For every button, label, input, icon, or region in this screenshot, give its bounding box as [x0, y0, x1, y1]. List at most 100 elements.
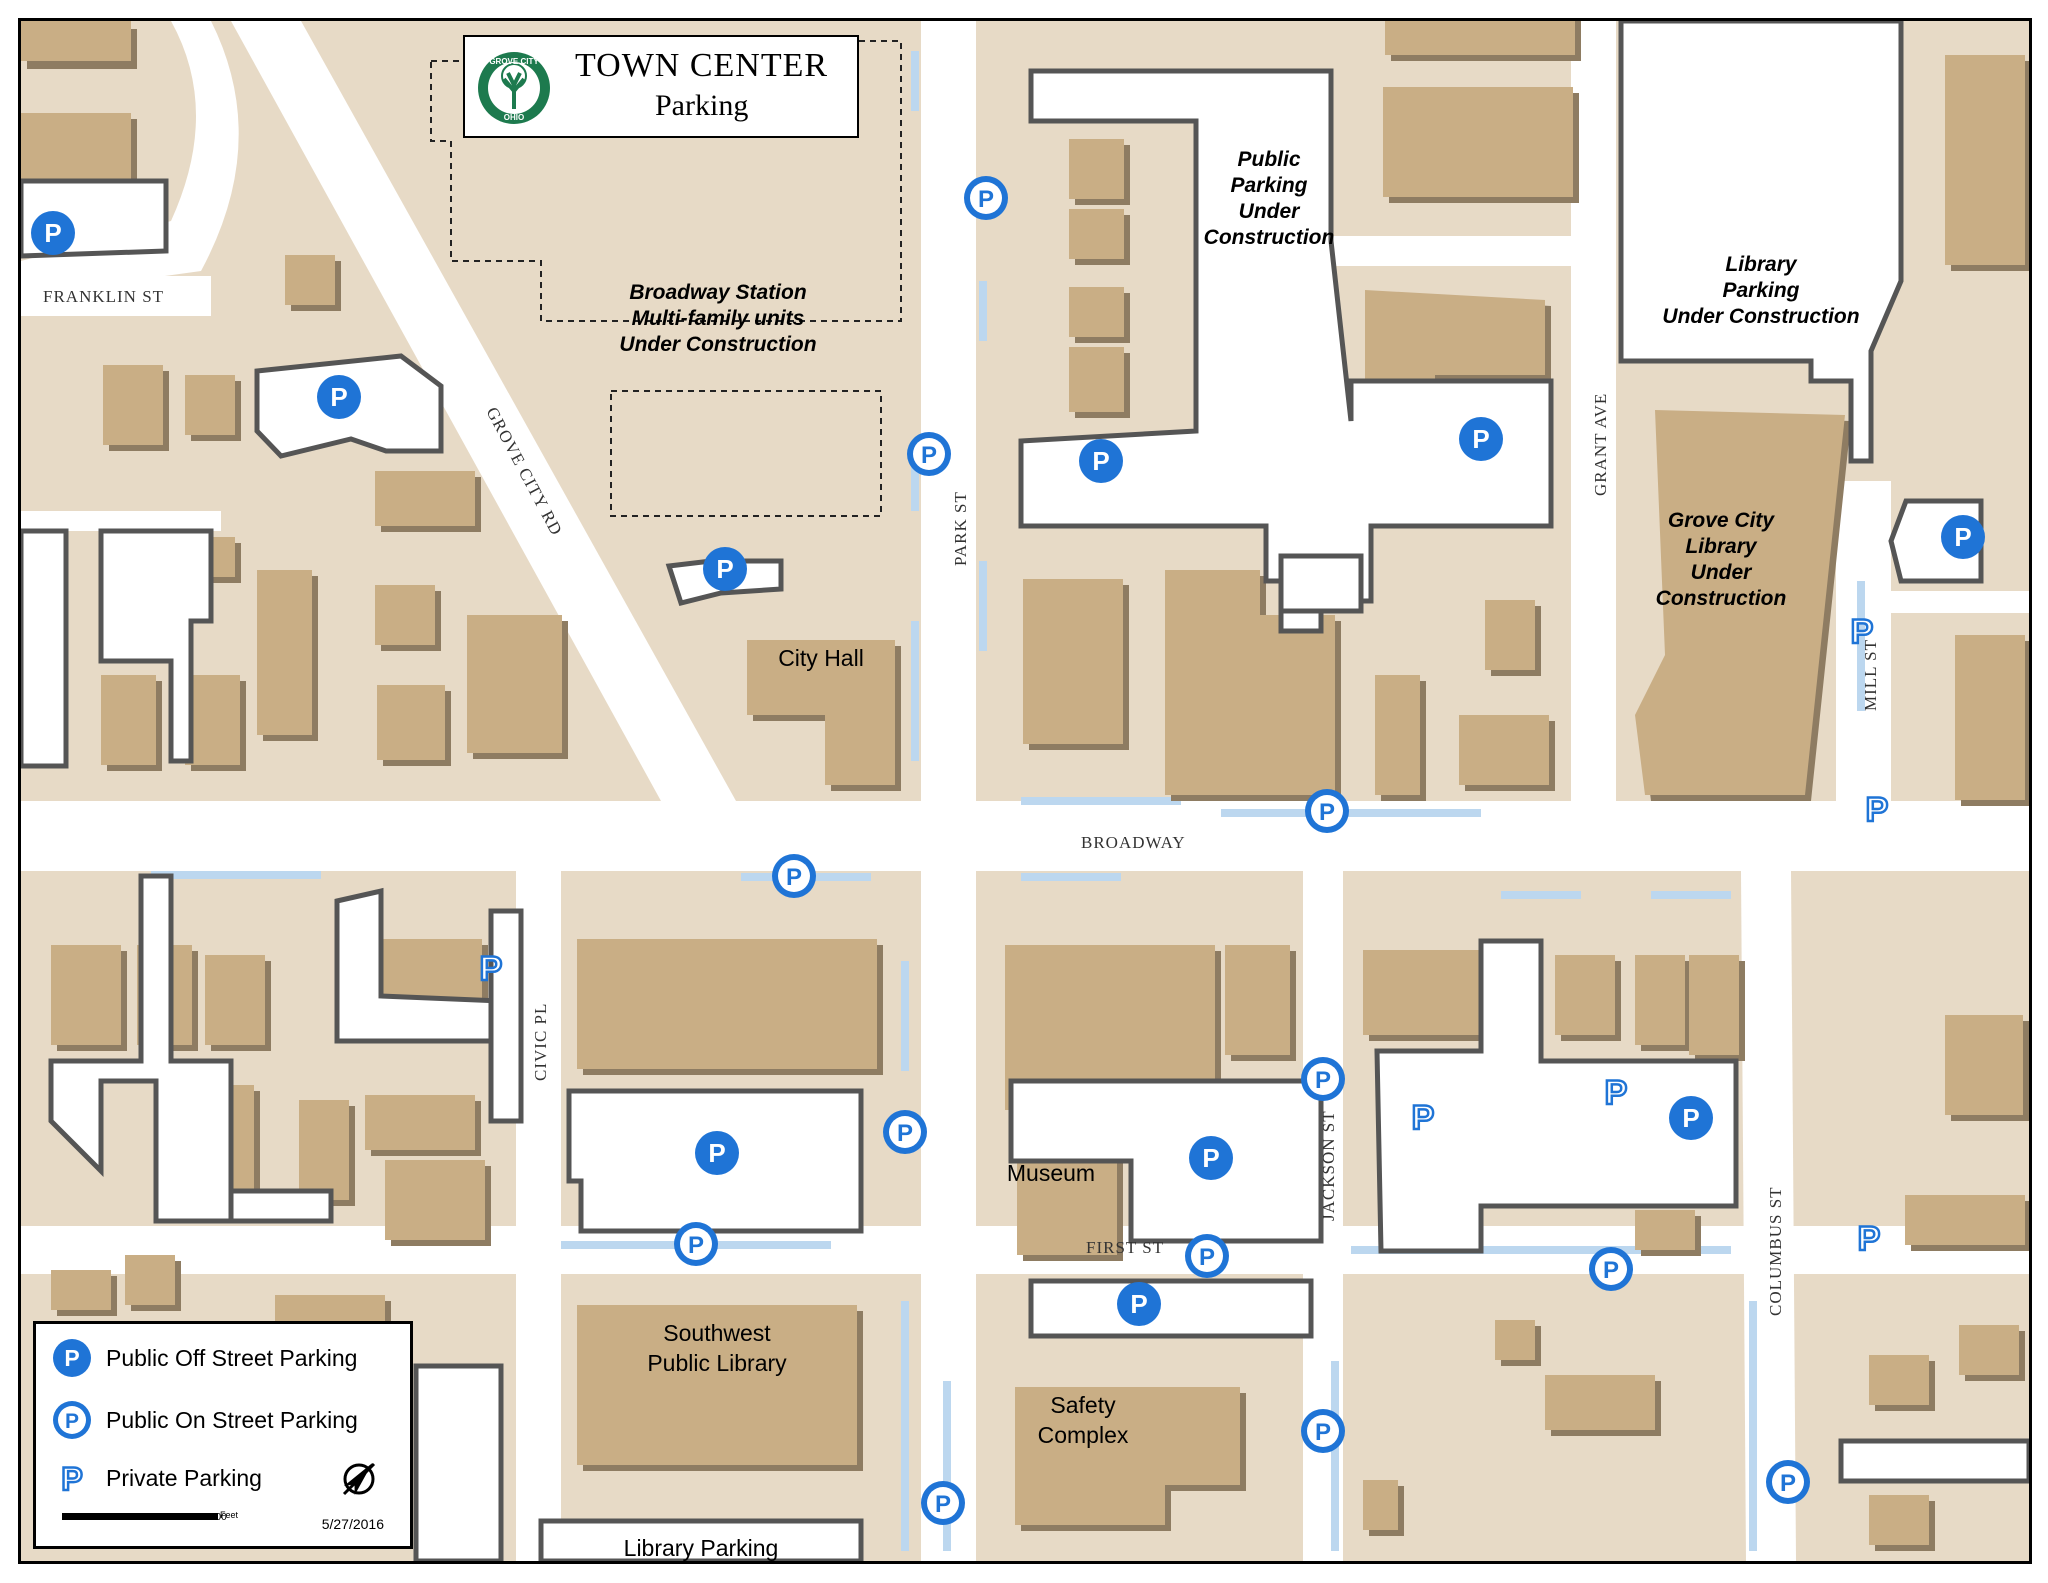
building: [1069, 287, 1130, 343]
marker-letter: P: [65, 1410, 79, 1433]
strip: [911, 51, 919, 111]
map-frame: FRANKLIN ST GROVE CITY RD PARK ST GRANT …: [18, 18, 2032, 1564]
legend: P Public Off Street Parking P Public On …: [33, 1321, 413, 1549]
north-arrow-icon: [342, 1462, 376, 1496]
scale-unit: Feet: [220, 1510, 239, 1520]
on-street-parking-icon: P: [1301, 1409, 1345, 1453]
franklin-curve: [21, 21, 239, 296]
first-st-label: FIRST ST: [1086, 1238, 1164, 1257]
broadway-station-label-1: Broadway Station: [629, 281, 806, 304]
building: [1689, 955, 1745, 1061]
building: [365, 1095, 481, 1156]
off-street-parking-icon: P: [1117, 1282, 1161, 1326]
lot-library-parking: [538, 1518, 864, 1561]
museum-label: Museum: [1007, 1160, 1095, 1186]
lot-west-2: [98, 528, 214, 764]
off-street-parking-icon: P: [1459, 417, 1503, 461]
svg-text:P: P: [708, 1138, 725, 1168]
legend-private: P Private Parking: [52, 1458, 262, 1498]
parking-lots: [21, 21, 2029, 1561]
strip: [911, 441, 919, 511]
building: [1363, 950, 1489, 1041]
building: [1545, 1375, 1661, 1436]
building: [1495, 1320, 1541, 1366]
scale-bar: [62, 1513, 218, 1520]
grove-city-library-label-1: Grove City: [1668, 509, 1776, 532]
broadway-label: BROADWAY: [1081, 833, 1186, 852]
on-street-parking-icon: P: [964, 176, 1008, 220]
on-street-parking-icon: P: [1305, 789, 1349, 833]
grant-ave-label: GRANT AVE: [1591, 393, 1610, 496]
off-street-parking-icon: P: [1941, 515, 1985, 559]
strip: [1021, 873, 1121, 881]
place-labels: Broadway Station Multi-family units Unde…: [619, 148, 1859, 1561]
marker-letter: P: [61, 1461, 82, 1497]
svg-text:P: P: [1472, 424, 1489, 454]
svg-text:P: P: [1199, 1244, 1215, 1271]
broadway-station-label-2: Multi-family units: [632, 307, 805, 330]
scale-tick-100: 100: [210, 1512, 227, 1523]
svg-text:P: P: [1780, 1470, 1796, 1497]
svg-text:P: P: [978, 186, 994, 213]
private-parking-icon: P: [1603, 1073, 1628, 1114]
strip: [1331, 1361, 1339, 1551]
building: [1635, 1210, 1701, 1256]
building: [1069, 209, 1130, 265]
town-center-map: FRANKLIN ST GROVE CITY RD PARK ST GRANT …: [21, 21, 2029, 1561]
legend-private-label: Private Parking: [106, 1464, 262, 1491]
svg-text:P: P: [44, 218, 61, 248]
legend-off-street: P Public Off Street Parking: [52, 1338, 357, 1378]
building: [125, 1255, 181, 1311]
lot-cross: [1278, 553, 1364, 614]
grove-city-logo-icon: GROVE CITY OHIO: [478, 52, 550, 124]
building: [1375, 675, 1426, 801]
on-street-parking-icon: P: [772, 854, 816, 898]
mill-st-label: MILL ST: [1861, 639, 1880, 711]
on-street-parking-icon: P: [921, 1481, 965, 1525]
svg-text:P: P: [786, 864, 802, 891]
grove-city-library-building: [1635, 410, 1851, 801]
svg-text:P: P: [1605, 1074, 1628, 1112]
public-parking-label-2: Parking: [1230, 174, 1307, 197]
on-street-parking-icon: P: [53, 1401, 91, 1439]
grove-city-library-label-3: Under: [1691, 561, 1754, 584]
civic-pl-label: CIVIC PL: [531, 1003, 550, 1081]
private-parking-icon: P: [1856, 1219, 1881, 1260]
map-date: 5/27/2016: [321, 1516, 384, 1532]
off-street-parking-icon: P: [695, 1131, 739, 1175]
southwest-library-label-2: Public Library: [647, 1350, 787, 1376]
svg-text:P: P: [1202, 1143, 1219, 1173]
building: [185, 675, 246, 771]
svg-text:P: P: [1315, 1067, 1331, 1094]
strip: [901, 1301, 909, 1551]
legend-on-street-label: Public On Street Parking: [106, 1406, 358, 1433]
building: [1869, 1495, 1935, 1551]
building: [375, 585, 441, 651]
strip: [151, 871, 321, 879]
library-parking-uc-label-1: Library: [1725, 253, 1798, 276]
map-title: TOWN CENTER: [575, 47, 829, 84]
building: [377, 685, 451, 766]
columbus-st-label: COLUMBUS ST: [1766, 1186, 1785, 1316]
building: [257, 570, 318, 741]
city-hall-building: [747, 640, 901, 791]
library-parking-uc-label-3: Under Construction: [1662, 305, 1859, 328]
svg-text:P: P: [935, 1491, 951, 1518]
broadway-station-outline-south: [610, 390, 882, 517]
building: [51, 945, 127, 1051]
broadway-road: [21, 801, 2029, 871]
private-parking-icon: P: [1410, 1098, 1435, 1139]
lot-jackson: [1374, 938, 1739, 1254]
southwest-library-building: [577, 1305, 863, 1471]
building: [101, 675, 162, 771]
library-parking-uc-label-2: Parking: [1722, 279, 1799, 302]
off-street-parking-icon: P: [317, 375, 361, 419]
on-street-parking-icon: P: [907, 432, 951, 476]
grove-city-library-label-4: Construction: [1656, 587, 1787, 610]
title-box: GROVE CITY OHIO TOWN CENTER Parking: [463, 35, 859, 138]
svg-text:P: P: [716, 554, 733, 584]
building: [1069, 139, 1130, 205]
strip: [911, 621, 919, 761]
grove-city-library-label-2: Library: [1685, 535, 1758, 558]
on-street-parking-icon: P: [1766, 1460, 1810, 1504]
